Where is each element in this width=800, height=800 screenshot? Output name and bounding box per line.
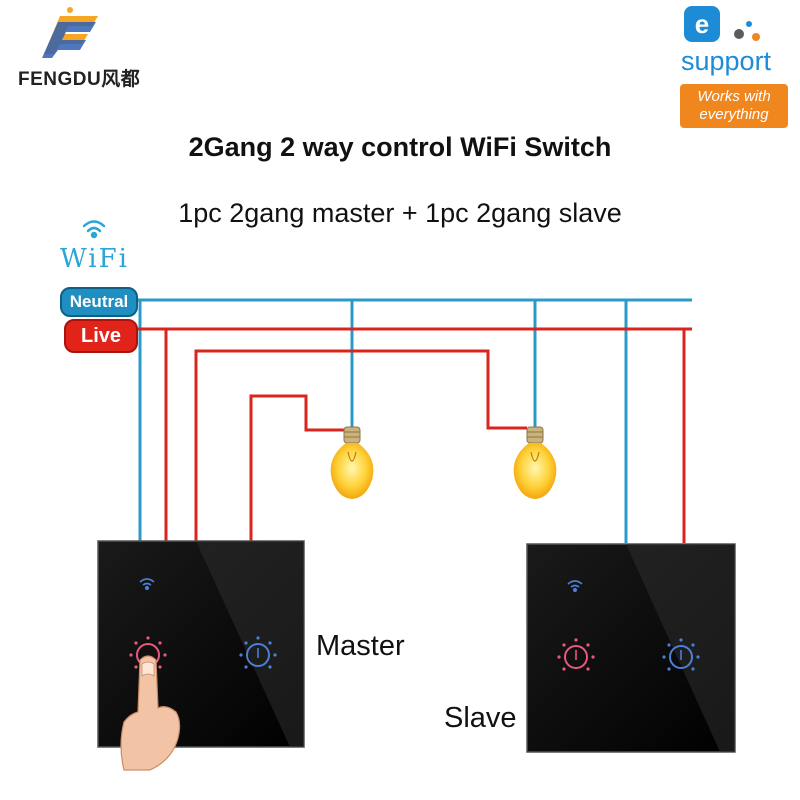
slave-gang-1-button-icon[interactable]: [557, 638, 595, 671]
ewelink-e-icon: e: [684, 6, 760, 42]
svg-text:e: e: [695, 9, 709, 39]
page-title: 2Gang 2 way control WiFi Switch: [188, 132, 612, 162]
light-bulb-2-icon: [513, 426, 557, 499]
light-bulb-1-icon: [330, 426, 374, 499]
master-label: Master: [316, 630, 405, 662]
wifi-label: WiFi: [60, 244, 129, 274]
badge-brand: support: [681, 46, 772, 76]
page-subtitle: 1pc 2gang master + 1pc 2gang slave: [178, 198, 622, 228]
badge-tagline-box: [680, 84, 788, 128]
fengdu-logo-icon: [42, 7, 98, 58]
slave-switch-panel: [526, 543, 736, 753]
master-gang-2-button-icon[interactable]: [239, 636, 277, 669]
neutral-wire-label: Neutral: [60, 287, 138, 317]
wifi-icon: [82, 220, 106, 239]
neutral-wires: [134, 298, 692, 543]
slave-gang-2-button-icon[interactable]: [662, 638, 700, 671]
brand-name: FENGDU风都: [18, 69, 141, 90]
live-wires: [134, 327, 692, 543]
finger-press-icon: [120, 655, 181, 771]
master-wifi-indicator-icon: [139, 578, 155, 591]
master-switch-panel: [97, 540, 305, 748]
live-wire-label: Live: [64, 319, 138, 353]
slave-wifi-indicator-icon: [567, 580, 583, 593]
badge-tagline: Works with everything: [697, 88, 771, 123]
slave-label: Slave: [444, 702, 517, 734]
